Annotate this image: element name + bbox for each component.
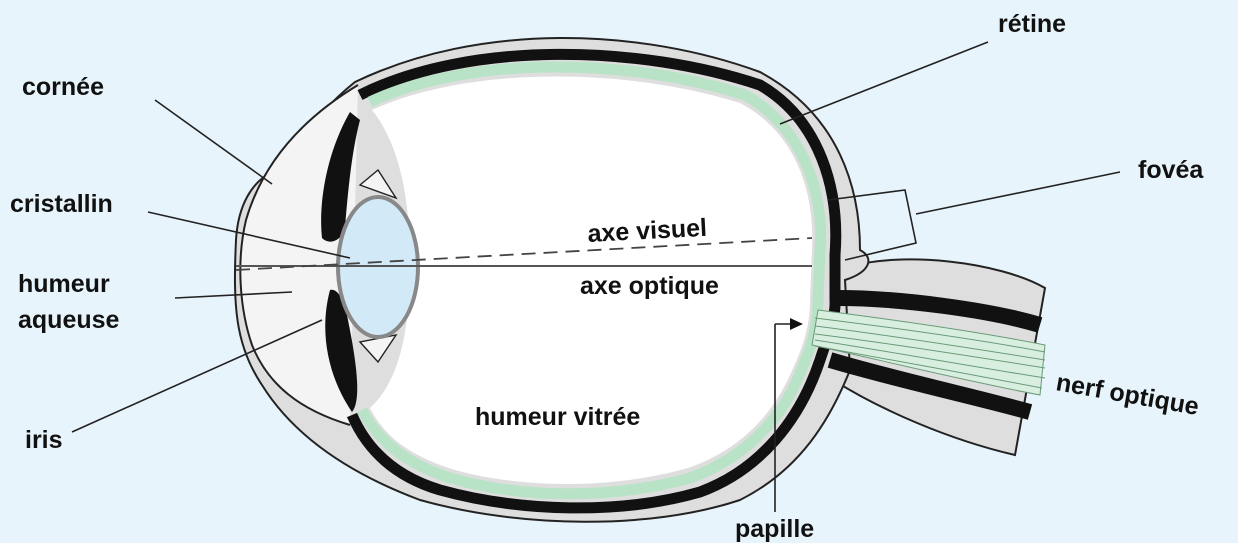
label-optical-axis: axe optique [580, 272, 719, 300]
label-cornea: cornée [22, 73, 104, 101]
label-vitreous-humor: humeur vitrée [475, 403, 640, 431]
label-optic-nerve: nerf optique [1054, 368, 1201, 421]
leader-cornea [155, 100, 272, 184]
leader-fovea [916, 172, 1120, 214]
leader-retina [780, 42, 988, 124]
label-lens: cristallin [10, 190, 113, 218]
label-aqueous-humor-line1: humeur [18, 270, 110, 298]
label-aqueous-humor-line2: aqueuse [18, 306, 120, 334]
label-optic-disc: papille [735, 515, 814, 543]
label-retina: rétine [998, 10, 1066, 38]
label-iris: iris [25, 426, 63, 454]
label-fovea: fovéa [1138, 156, 1204, 184]
